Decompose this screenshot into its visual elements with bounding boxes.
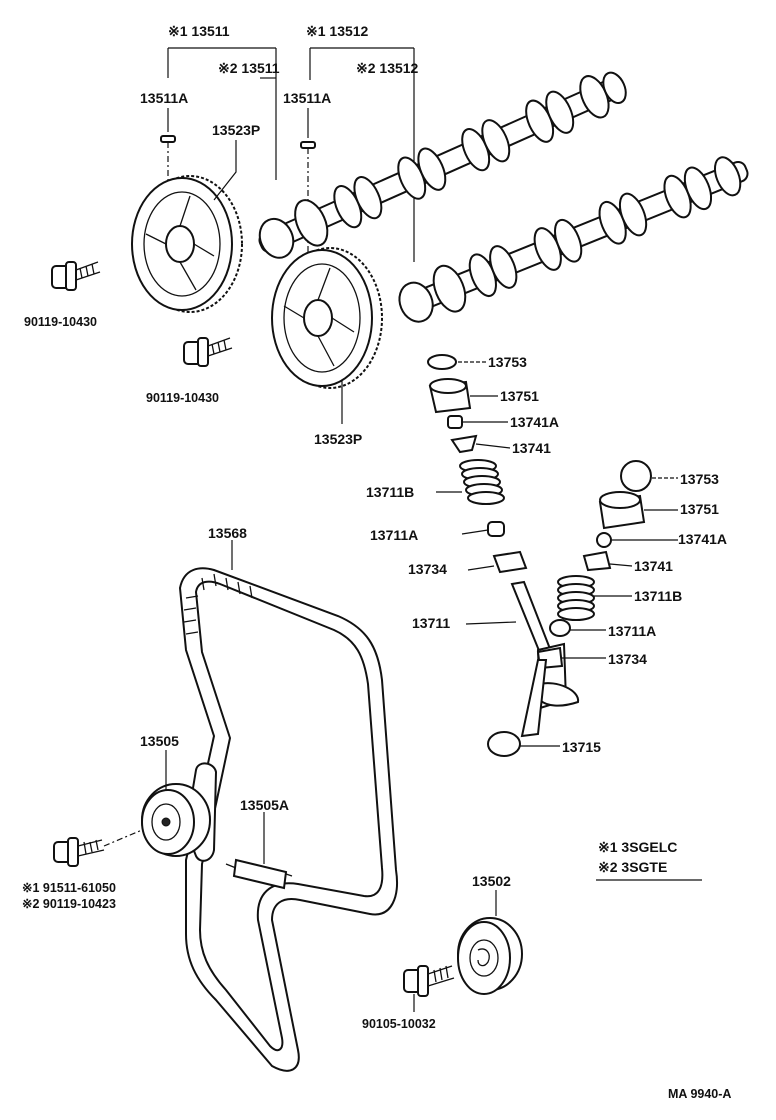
pulley-upper-label: 13523P: [212, 122, 260, 138]
diagram-code: MA 9940-A: [668, 1087, 731, 1101]
cam2-group-label: ※1 13512: [306, 23, 369, 39]
seat-b-label: 13711A: [608, 623, 656, 639]
cam2-alt-label: ※2 13512: [356, 60, 419, 76]
spring-b-label: 13711B: [634, 588, 682, 604]
lifter-a-label: 13751: [500, 388, 539, 404]
timing-belt: [178, 540, 398, 1072]
timing-belt-tensioner: [141, 750, 218, 862]
valve-assembly-b: [487, 460, 678, 757]
seal-a-label: 13734: [408, 561, 447, 577]
retainer-a-label: 13741: [512, 440, 551, 456]
retainer-b-label: 13741: [634, 558, 673, 574]
legend-row-1: ※1 3SGELC: [598, 839, 677, 855]
idler-label: 13502: [472, 873, 511, 889]
valve-spring-b: [557, 575, 595, 621]
knock-pin-left: [160, 108, 176, 240]
timing-pulley-lower: [271, 247, 383, 424]
camshaft-lower: [398, 156, 749, 323]
idler-pulley: [457, 890, 523, 995]
pin-right-label: 13511A: [283, 90, 331, 106]
legend-row-2: ※2 3SGTE: [598, 859, 667, 875]
legend: ※1 3SGELC ※2 3SGTE: [596, 839, 702, 881]
seal-b-label: 13734: [608, 651, 647, 667]
lifter-b-label: 13751: [680, 501, 719, 517]
idler-bolt-label: 90105-10032: [362, 1017, 436, 1031]
idler-bolt: [403, 965, 455, 1012]
valve-assembly-a: [427, 354, 580, 710]
camshaft-group-brackets: [167, 47, 415, 262]
shim-b-label: 13753: [680, 471, 719, 487]
tension-spring: [225, 812, 293, 890]
valve-spring-a: [459, 459, 505, 505]
tensioner-bolt: [53, 829, 143, 867]
camshaft-upper: [258, 71, 627, 259]
tensioner-bolt-1-label: ※1 91511-61050: [22, 881, 116, 895]
keeper-a-label: 13741A: [510, 414, 559, 430]
bolt-left-label: 90119-10430: [24, 315, 97, 329]
bolt-mid-label: 90119-10430: [146, 391, 219, 405]
belt-label: 13568: [208, 525, 247, 541]
pulley-bolt-mid: [183, 337, 233, 367]
seat-a-label: 13711A: [370, 527, 418, 543]
pulley-lower-label: 13523P: [314, 431, 362, 447]
spring-a-label: 13711B: [366, 484, 414, 500]
shim-a-label: 13753: [488, 354, 527, 370]
valve-a-label: 13711: [412, 615, 450, 631]
tension-spring-label: 13505A: [240, 797, 289, 813]
valve-b-label: 13715: [562, 739, 601, 755]
pulley-bolt-left: [51, 261, 101, 291]
keeper-b-label: 13741A: [678, 531, 727, 547]
cam1-group-label: ※1 13511: [168, 23, 230, 39]
tensioner-bolt-2-label: ※2 90119-10423: [22, 897, 116, 911]
tensioner-label: 13505: [140, 733, 179, 749]
timing-pulley-upper: [131, 140, 243, 313]
pin-left-label: 13511A: [140, 90, 188, 106]
cam1-alt-label: ※2 13511: [218, 60, 280, 76]
